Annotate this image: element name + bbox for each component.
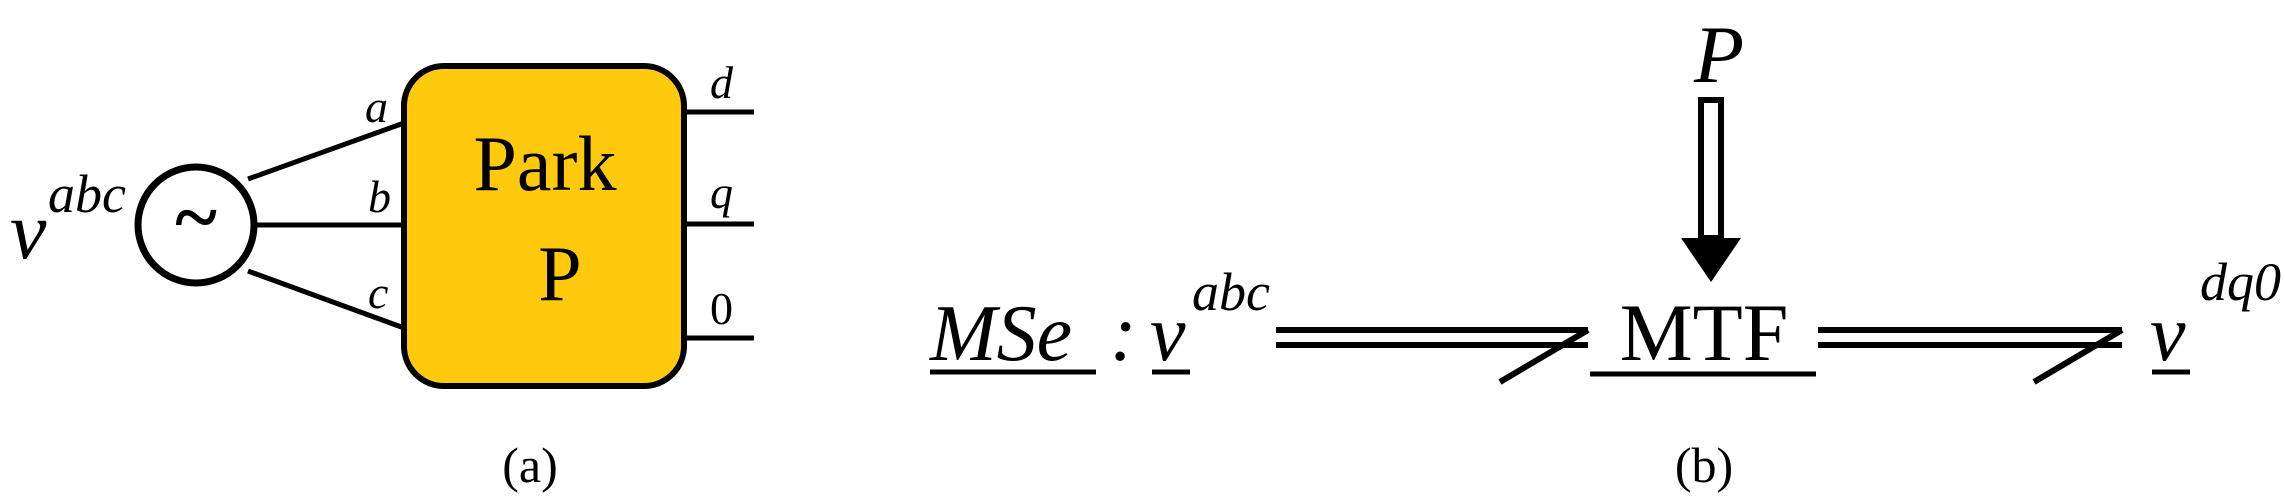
source-superscript: abc <box>1192 262 1270 322</box>
output-var: v <box>2150 290 2186 378</box>
wire-c <box>247 268 405 331</box>
modulation-label: P <box>1693 9 1744 100</box>
caption-a: (a) <box>502 437 558 493</box>
mtf-element-label: MTF <box>1620 287 1789 378</box>
input-label-b: b <box>368 171 391 222</box>
output-superscript: dq0 <box>2200 252 2281 312</box>
park-block-symbol: P <box>538 230 581 317</box>
input-label-a: a <box>365 81 388 132</box>
output-label-q: q <box>710 167 733 218</box>
park-transform-block <box>401 63 687 389</box>
source-name: MSe <box>929 290 1072 378</box>
input-label-c: c <box>368 267 388 318</box>
modulation-arrow-shaft <box>1698 97 1724 241</box>
source-voltage-superscript: abc <box>48 164 126 224</box>
output-label-d: d <box>710 57 734 108</box>
source-voltage-label: v <box>10 185 47 276</box>
panel-b: P MSe : v abc MTF v dq0 (b) <box>929 9 2281 493</box>
panel-a: v abc ~ a b c Park P d q 0 (a) <box>10 57 754 493</box>
bond-2-half-arrow <box>2032 327 2124 385</box>
ac-source-symbol: ~ <box>175 174 217 262</box>
bond-1-half-arrow <box>1498 327 1590 385</box>
park-block-title: Park <box>474 120 617 207</box>
caption-b: (b) <box>1675 437 1733 493</box>
wire-a <box>247 120 405 182</box>
source-colon: : <box>1110 290 1137 378</box>
output-label-zero: 0 <box>710 283 733 334</box>
modulation-arrow-head <box>1681 238 1741 282</box>
source-var: v <box>1150 290 1186 378</box>
